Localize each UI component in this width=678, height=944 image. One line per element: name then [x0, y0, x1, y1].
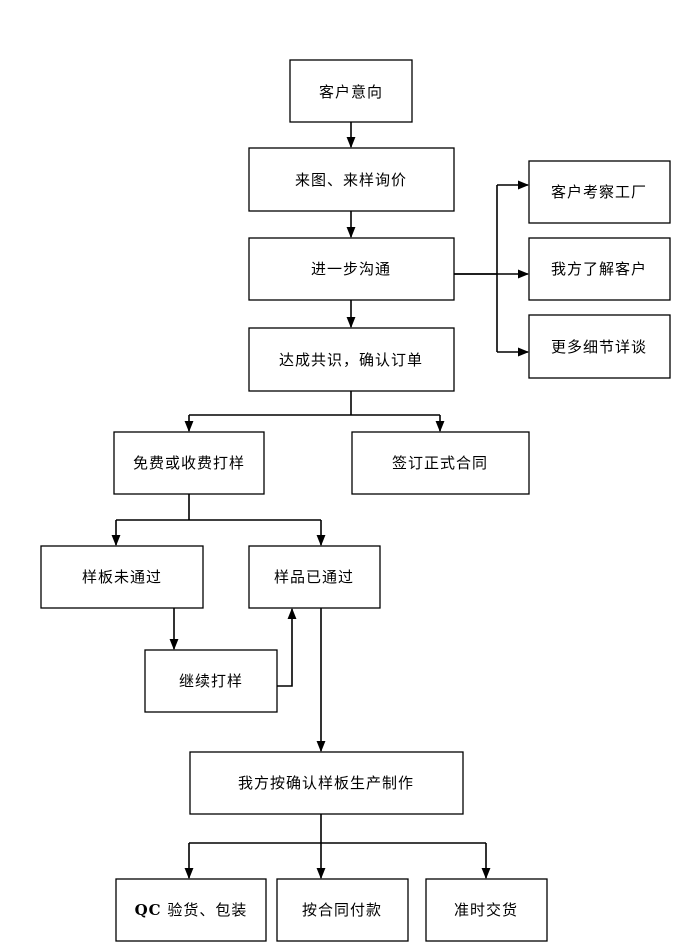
qc-prefix: QC [135, 901, 162, 919]
node-sample-passed: 样品已通过 [248, 545, 381, 609]
node-sampling: 免费或收费打样 [113, 431, 265, 495]
node-sampling-label: 免费或收费打样 [133, 454, 245, 472]
node-production-label: 我方按确认样板生产制作 [238, 774, 414, 792]
node-we-understand-customer: 我方了解客户 [528, 237, 671, 301]
node-more-details-label: 更多细节详谈 [551, 338, 647, 356]
node-payment-label: 按合同付款 [302, 901, 382, 919]
node-sample-passed-label: 样品已通过 [274, 568, 354, 586]
node-sample-failed-label: 样板未通过 [82, 568, 162, 586]
node-consensus-confirm-order: 达成共识，确认订单 [248, 327, 455, 392]
node-customer-visit-factory-label: 客户考察工厂 [551, 183, 647, 201]
node-continue-sampling: 继续打样 [144, 649, 278, 713]
node-further-communication: 进一步沟通 [248, 237, 455, 301]
node-consensus-confirm-order-label: 达成共识，确认订单 [279, 351, 423, 369]
node-delivery-label: 准时交货 [454, 901, 518, 919]
node-further-communication-label: 进一步沟通 [311, 260, 391, 278]
node-customer-intent: 客户意向 [289, 59, 413, 123]
node-inquiry: 来图、来样询价 [248, 147, 455, 212]
node-sample-failed: 样板未通过 [40, 545, 204, 609]
node-qc-inspection-label: QC 验货、包装 [135, 901, 248, 919]
node-sign-contract-label: 签订正式合同 [392, 454, 488, 472]
qc-rest: 验货、包装 [162, 901, 248, 919]
node-customer-visit-factory: 客户考察工厂 [528, 160, 671, 224]
edge-continue-to-passed [277, 607, 297, 687]
node-delivery: 准时交货 [425, 878, 548, 942]
node-customer-intent-label: 客户意向 [319, 83, 383, 101]
node-production: 我方按确认样板生产制作 [189, 751, 464, 815]
node-payment: 按合同付款 [276, 878, 409, 942]
node-we-understand-customer-label: 我方了解客户 [551, 260, 647, 278]
node-sign-contract: 签订正式合同 [351, 431, 530, 495]
node-qc-inspection: QC 验货、包装 [115, 878, 267, 942]
node-more-details: 更多细节详谈 [528, 314, 671, 379]
node-inquiry-label: 来图、来样询价 [295, 171, 407, 189]
node-continue-sampling-label: 继续打样 [179, 672, 243, 690]
